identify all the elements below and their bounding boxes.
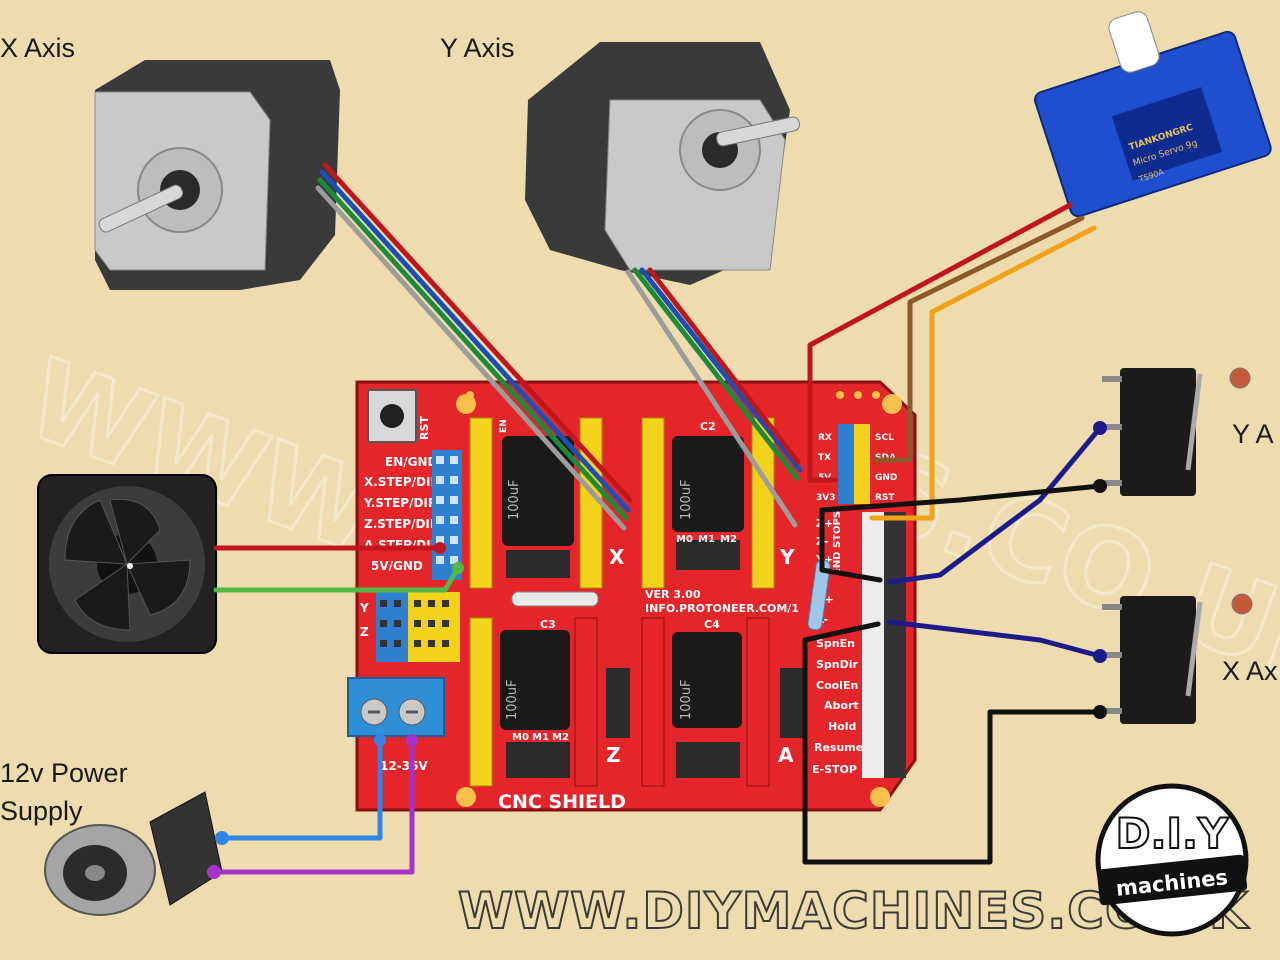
cap-label-c2: C2 xyxy=(700,420,716,433)
i2c-rst: RST xyxy=(875,493,895,503)
x-motor-wire-green xyxy=(317,177,629,521)
side-axis-y: Y xyxy=(359,601,369,615)
jumper-m2-y: M2 xyxy=(720,534,737,545)
y-endstop-wire-black xyxy=(819,483,1103,583)
x-motor-wire-red xyxy=(322,162,633,503)
uart-tx: TX xyxy=(818,453,831,463)
row-z-step-dir: Z.STEP/DIR xyxy=(364,517,439,531)
axis-a-letter: A xyxy=(778,743,794,767)
x-axis-motor-label: X Axis xyxy=(0,33,75,63)
uart-rx: RX xyxy=(818,433,832,443)
fan-wire-green xyxy=(213,565,461,593)
reset-button xyxy=(367,389,417,443)
psu-wire-purple xyxy=(211,737,415,875)
cap-label-c3: C3 xyxy=(540,618,556,631)
servo-wire-brown xyxy=(873,215,1085,463)
shield-url: INFO.PROTONEER.COM/1 xyxy=(645,602,799,615)
cap-text-z: 100uF xyxy=(505,679,520,720)
power-label-line1: 12v Power xyxy=(0,758,128,788)
servo-wire-red xyxy=(807,202,1073,483)
pin-resume: Resume xyxy=(814,741,863,754)
y-axis-stepper-motor xyxy=(525,42,800,285)
servo-wire-orange xyxy=(869,225,1097,521)
power-label-line2: Supply xyxy=(0,796,83,826)
axis-z-letter: Z xyxy=(606,743,621,767)
jumper-m1-z: M1 xyxy=(532,732,549,743)
y-motor-wire-blue xyxy=(639,267,803,473)
wire-end-dots xyxy=(207,421,1107,879)
cap-label-c4: C4 xyxy=(704,618,720,631)
pin-abort: Abort xyxy=(824,699,859,712)
shield-title: CNC SHIELD xyxy=(498,791,626,813)
row-x-step-dir: X.STEP/DIR xyxy=(364,475,440,489)
uart-3v3: 3V3 xyxy=(816,493,836,503)
power-voltage-label: 12-36V xyxy=(380,759,428,773)
pin-e-stop: E-STOP xyxy=(812,763,857,776)
x-axis-stepper-motor xyxy=(94,60,340,290)
pin-spn-en: SpnEn xyxy=(816,637,855,650)
jumper-block-left xyxy=(376,592,460,662)
y-axis-motor-label: Y Axis xyxy=(440,33,515,63)
side-axis-z: Z xyxy=(360,625,369,639)
y-axis-endstop-label: Y A xyxy=(1232,419,1274,449)
i2c-scl: SCL xyxy=(875,433,894,443)
jumper-m0-z: M0 xyxy=(512,732,529,743)
en-label: EN xyxy=(499,419,509,433)
driver-slot-z: Z C3 100uF M0 M1 M2 xyxy=(469,617,630,787)
wires xyxy=(211,162,1103,875)
power-terminal xyxy=(347,677,445,737)
x-axis-endstop-label: X Ax xyxy=(1222,656,1278,686)
dc-power-jack xyxy=(44,791,223,916)
row-en-gnd: EN/GND xyxy=(385,455,438,469)
y-axis-limit-switch xyxy=(1102,367,1251,496)
pin-cool-en: CoolEn xyxy=(816,679,858,692)
cap-text-a: 100uF xyxy=(679,679,694,720)
axis-y-letter: Y xyxy=(779,545,795,569)
x-motor-wire-blue xyxy=(319,169,631,513)
y-motor-wire-gray xyxy=(625,269,798,528)
axis-x-letter: X xyxy=(609,545,625,569)
driver-slot-y: Y C2 100uF xyxy=(641,417,795,589)
row-y-step-dir: Y.STEP/DIR xyxy=(363,496,437,510)
y-motor-wire-green xyxy=(632,267,800,481)
x-endstop-wire-navy xyxy=(887,619,1103,659)
i2c-gnd: GND xyxy=(875,473,897,483)
x-axis-limit-switch xyxy=(1102,593,1253,724)
jumper-m1-y: M1 xyxy=(698,534,715,545)
y-motor-wire-red xyxy=(647,267,801,465)
x-motor-wire-gray xyxy=(315,185,627,531)
row-5v-gnd: 5V/GND xyxy=(371,559,423,573)
diy-machines-logo: D.I.Y machines xyxy=(1095,783,1249,937)
cap-text-x: 100uF xyxy=(507,479,522,520)
micro-servo: TIANKONGRC Micro Servo 9g TS90A xyxy=(1033,11,1272,218)
pin-hold: Hold xyxy=(828,720,856,733)
cap-text-y: 100uF xyxy=(679,479,694,520)
y-endstop-wire-navy xyxy=(887,425,1103,585)
x-endstop-wire-black xyxy=(802,621,1103,865)
endstops-label: END STOPS xyxy=(832,511,843,575)
cooling-fan xyxy=(37,474,217,654)
pin-spn-dir: SpnDir xyxy=(816,658,859,671)
jumper-m2-z: M2 xyxy=(552,732,569,743)
right-pin-labels: Z+ Z- Y+ Y- X+ X- SpnEn SpnDir CoolEn Ab… xyxy=(812,517,863,776)
logo-line1: D.I.Y xyxy=(1116,809,1229,858)
driver-slot-a: A C4 100uF xyxy=(641,617,804,787)
pin-z-plus: Z+ xyxy=(816,517,833,530)
rst-label: RST xyxy=(418,416,431,440)
cnc-shield-board: RST EN/GND X.STEP/DIR Y.STEP/DIR Z.STEP/… xyxy=(347,380,917,813)
jumper-m0-y: M0 xyxy=(676,534,693,545)
psu-wire-blue xyxy=(219,737,383,841)
shield-version: VER 3.00 xyxy=(645,588,701,601)
